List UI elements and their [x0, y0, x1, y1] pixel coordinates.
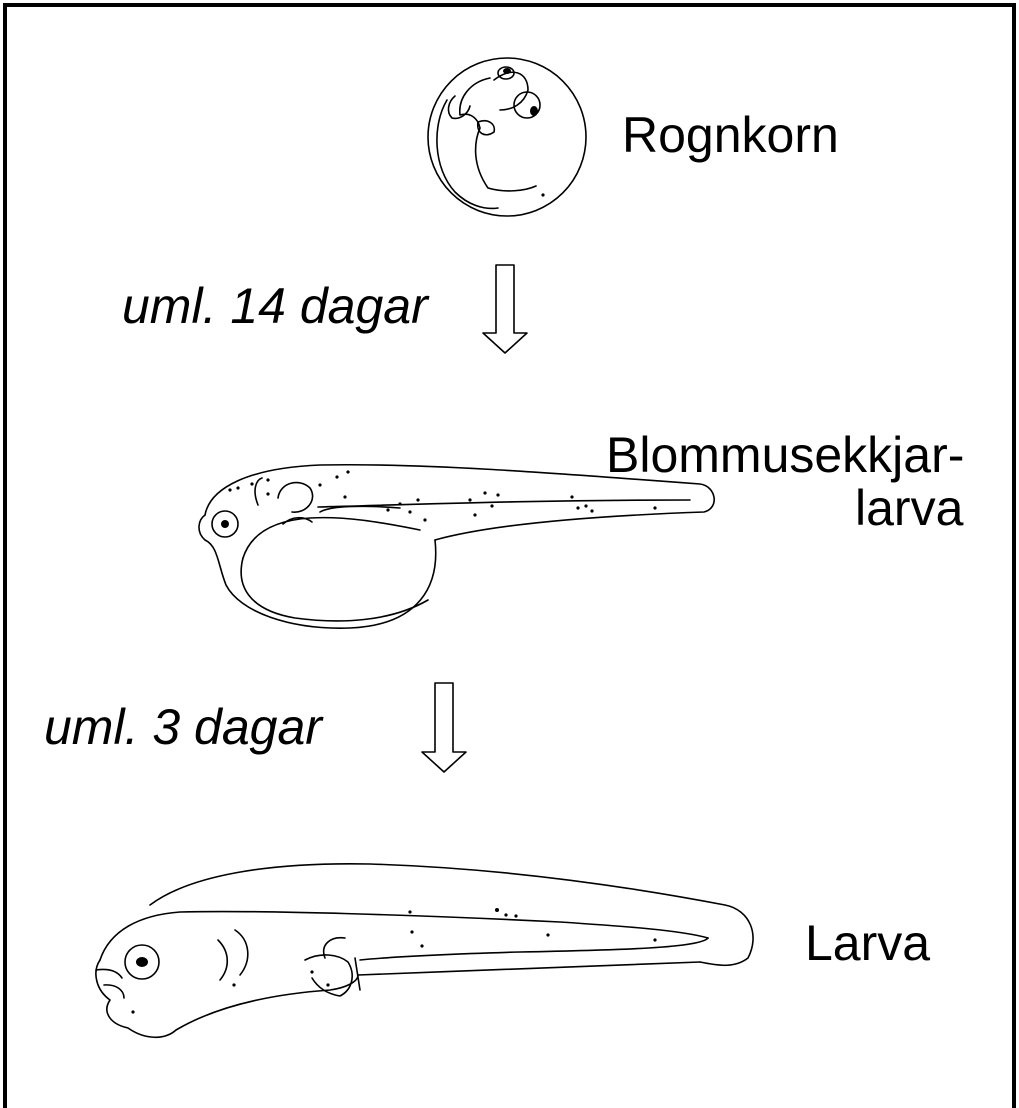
egg-shell: [428, 58, 586, 216]
yolk-sac-larva-drawing: [199, 465, 714, 628]
arrow-down-icon: [422, 683, 466, 772]
egg-drawing: [428, 58, 586, 216]
arrow-down-icon: [483, 265, 527, 353]
larva-drawing: [96, 864, 753, 1037]
